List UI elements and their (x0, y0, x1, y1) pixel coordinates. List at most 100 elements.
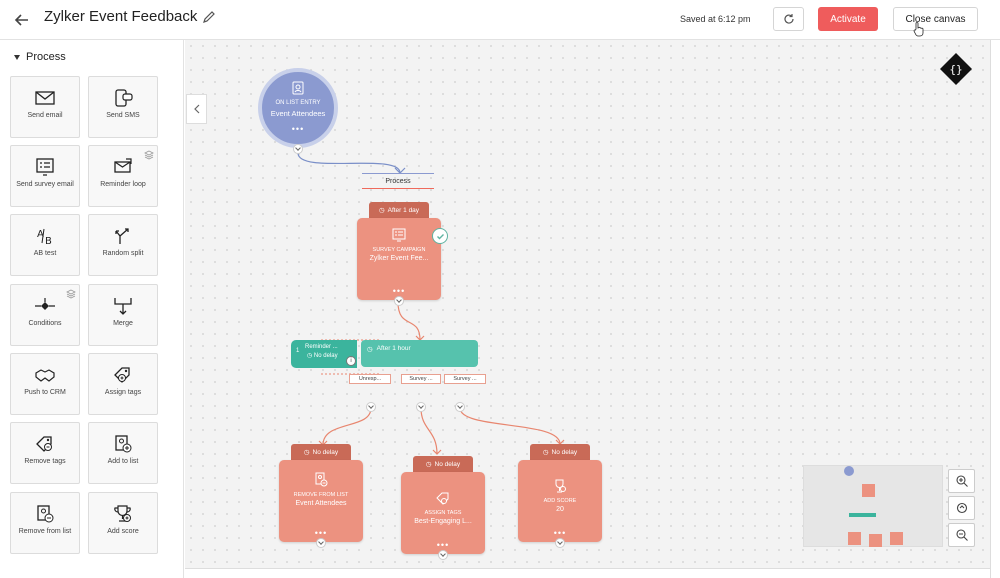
layers-icon (66, 289, 76, 299)
tile-send-sms[interactable]: Send SMS (88, 76, 158, 138)
canvas-minimap[interactable] (803, 465, 943, 547)
survey-delay-tab[interactable]: ◷After 1 day (369, 202, 429, 218)
assign-tags-type: ASSIGN TAGS (424, 510, 462, 516)
minimap-entry (844, 466, 854, 476)
zoom-out-icon (955, 529, 968, 541)
remove-list-type: REMOVE FROM LIST (293, 492, 349, 498)
assign-tags-chevron-icon[interactable] (438, 550, 448, 560)
info-icon[interactable]: i (346, 356, 356, 366)
tile-send-survey-email[interactable]: Send survey email (10, 145, 80, 207)
refresh-icon (783, 14, 794, 24)
clock-icon: ◷ (425, 461, 432, 468)
horizontal-scrollbar[interactable] (185, 568, 990, 578)
entry-chevron-icon[interactable] (293, 144, 303, 154)
branch-chevron-icon[interactable] (416, 402, 426, 412)
page-title: Zylker Event Feedback (44, 8, 198, 25)
reminder-number: 1 (296, 348, 300, 354)
envelope-icon (35, 91, 55, 105)
assign-tags-node[interactable]: ASSIGN TAGS Best-Engaging L... ••• (401, 472, 485, 554)
svg-text:A: A (37, 229, 44, 240)
process-section-toggle[interactable]: Process (14, 51, 66, 63)
tile-label: Add to list (107, 458, 139, 465)
contact-card-icon (292, 81, 304, 95)
tile-remove-from-list[interactable]: Remove from list (10, 492, 80, 554)
back-arrow-icon[interactable] (12, 10, 32, 30)
remove-from-list-node[interactable]: REMOVE FROM LIST Event Attendees ••• (279, 460, 363, 542)
reminder-delay: ◷ No delay (307, 353, 338, 359)
close-canvas-button[interactable]: Close canvas (893, 7, 978, 31)
trophy-icon (555, 479, 566, 493)
json-code-icon[interactable]: {} (939, 52, 973, 86)
tag-remove-icon (36, 436, 52, 452)
merge-icon (114, 298, 132, 315)
tile-label: Random split (102, 250, 144, 257)
zoom-in-button[interactable] (948, 469, 975, 493)
tile-push-to-crm[interactable]: Push to CRM (10, 353, 80, 415)
wait-condition-node[interactable]: ◷ After 1 hour (361, 340, 478, 367)
tile-assign-tags[interactable]: Assign tags (88, 353, 158, 415)
svg-text:{}: {} (949, 63, 962, 76)
tag-add-icon (436, 492, 449, 505)
add-score-more-icon[interactable]: ••• (553, 528, 567, 538)
branch-chevron-icon[interactable] (455, 402, 465, 412)
tile-label: Remove tags (24, 458, 66, 465)
chevron-left-icon (193, 104, 199, 114)
layers-icon (144, 150, 154, 160)
zoom-out-button[interactable] (948, 523, 975, 547)
branch-unresponded[interactable]: Unresp... (349, 374, 391, 384)
check-icon (432, 228, 448, 244)
survey-chevron-icon[interactable] (394, 296, 404, 306)
collapse-sidebar-button[interactable] (186, 94, 207, 124)
zoom-reset-button[interactable] (948, 496, 975, 520)
vertical-scrollbar[interactable] (990, 40, 1000, 578)
tile-send-email[interactable]: Send email (10, 76, 80, 138)
remove-list-chevron-icon[interactable] (316, 538, 326, 548)
assign-tags-more-icon[interactable]: ••• (436, 540, 450, 550)
survey-icon (392, 228, 406, 242)
conditions-icon (35, 298, 55, 310)
survey-campaign-node[interactable]: SURVEY CAMPAIGN Zylker Event Fee... ••• (357, 218, 441, 300)
tile-merge[interactable]: Merge (88, 284, 158, 346)
remove-list-delay-tab[interactable]: ◷No delay (291, 444, 351, 460)
minimap-wait (849, 513, 876, 517)
clock-icon: ◷ (378, 207, 385, 214)
tile-conditions[interactable]: Conditions (10, 284, 80, 346)
reminder-loop-icon (114, 158, 132, 173)
tile-label: Send email (27, 112, 63, 119)
activate-button[interactable]: Activate (818, 7, 878, 31)
tile-add-score[interactable]: Add score (88, 492, 158, 554)
add-score-value: 20 (556, 506, 564, 513)
branch-survey-2[interactable]: Survey ... (444, 374, 486, 384)
refresh-button[interactable] (773, 7, 804, 31)
list-remove-icon (315, 472, 328, 487)
add-score-chevron-icon[interactable] (555, 538, 565, 548)
tile-label: AB test (33, 250, 57, 257)
tile-label: Send SMS (106, 112, 140, 119)
pencil-icon[interactable] (201, 9, 217, 25)
remove-list-name: Event Attendees (295, 500, 347, 507)
add-score-delay-tab[interactable]: ◷No delay (530, 444, 590, 460)
caret-down-icon (14, 54, 20, 60)
hand-cursor-icon (913, 22, 924, 37)
tile-random-split[interactable]: Random split (88, 214, 158, 276)
clock-icon: ◷ (542, 449, 549, 456)
assign-tags-delay-tab[interactable]: ◷No delay (413, 456, 473, 472)
minimap-survey (862, 484, 875, 497)
tile-add-to-list[interactable]: Add to list (88, 422, 158, 484)
survey-more-icon[interactable]: ••• (392, 286, 406, 296)
add-score-type: ADD SCORE (543, 498, 577, 504)
remove-list-more-icon[interactable]: ••• (314, 528, 328, 538)
branch-chevron-icon[interactable] (366, 402, 376, 412)
clock-icon: ◷ (367, 346, 373, 353)
tile-label: Remove from list (18, 528, 72, 535)
entry-more-icon[interactable]: ••• (291, 124, 305, 134)
entry-trigger-node[interactable]: ON LIST ENTRY Event Attendees ••• (258, 68, 338, 148)
add-score-node[interactable]: ADD SCORE 20 ••• (518, 460, 602, 542)
survey-delay-label: After 1 day (387, 206, 420, 214)
branch-survey-1[interactable]: Survey ... (401, 374, 441, 384)
top-header: Zylker Event Feedback Saved at 6:12 pm A… (0, 0, 1000, 40)
tile-remove-tags[interactable]: Remove tags (10, 422, 80, 484)
tile-reminder-loop[interactable]: Reminder loop (88, 145, 158, 207)
survey-node-name: Zylker Event Fee... (369, 255, 429, 262)
